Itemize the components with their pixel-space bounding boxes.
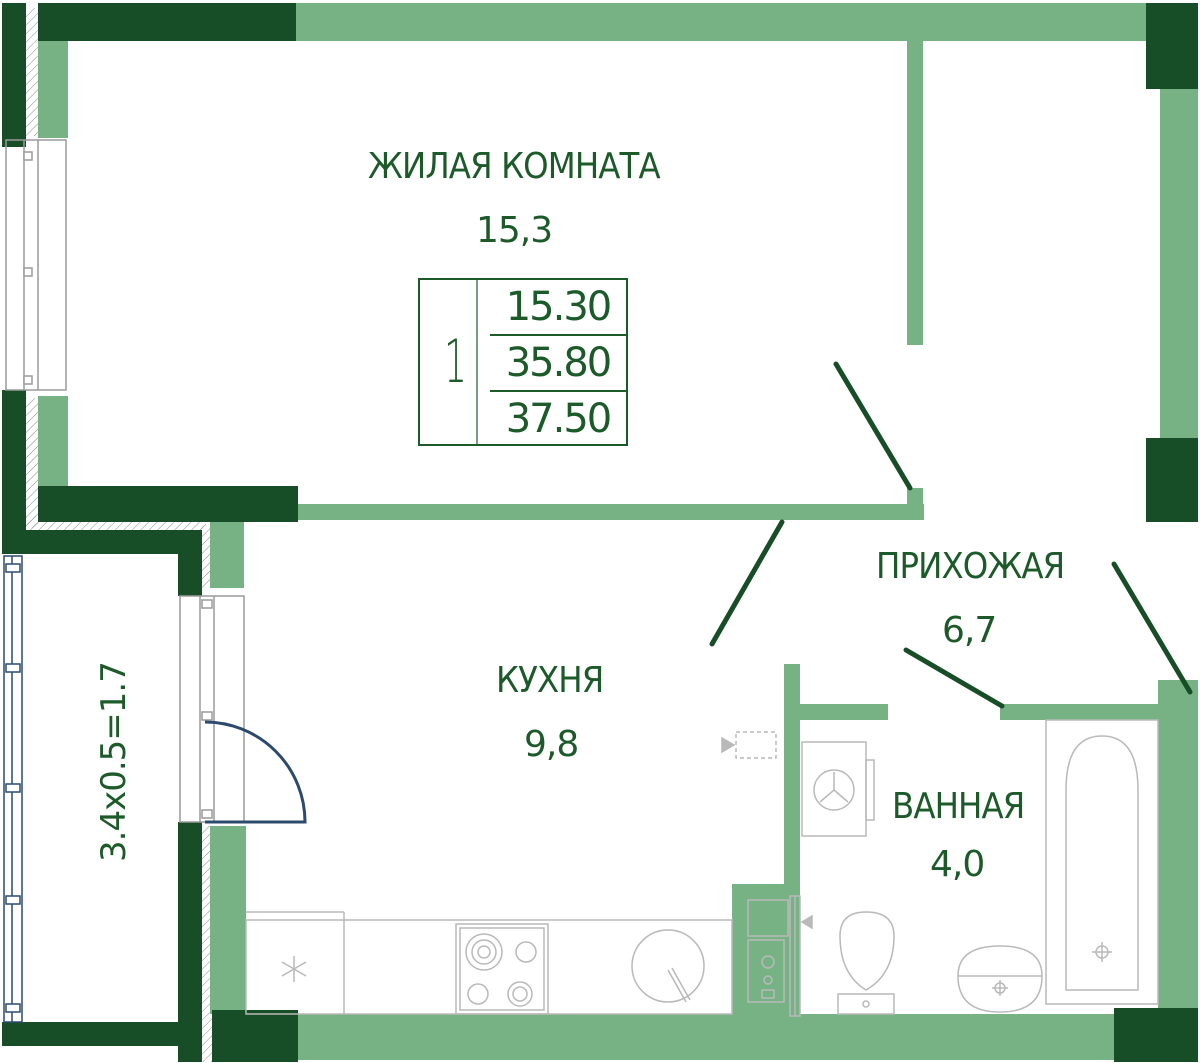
bath-area: 4,0 <box>930 844 985 885</box>
window-kitchen <box>179 595 245 823</box>
area-summary-table: 1 15.30 35.80 37.50 <box>418 278 628 446</box>
balcony-glazing <box>3 555 23 1023</box>
washing-machine-icon <box>801 741 875 837</box>
walls-dark <box>2 3 1198 1062</box>
walls-light <box>38 3 1198 1060</box>
living-room-name: ЖИЛАЯ КОМНАТА <box>368 146 661 187</box>
basin-icon <box>957 945 1043 1013</box>
rooms-count: 1 <box>434 280 478 444</box>
hob-icon <box>455 923 549 1015</box>
bathtub-icon <box>1045 719 1159 1005</box>
kitchen-area: 9,8 <box>524 724 579 765</box>
hall-name: ПРИХОЖАЯ <box>876 546 1065 587</box>
toilet-icon <box>837 911 895 1015</box>
boiler-icon <box>747 895 813 1017</box>
total-area-value: 35.80 <box>490 336 626 392</box>
balcony-label: 3.4x0.5=1.7 <box>94 662 134 862</box>
bath-name: ВАННАЯ <box>892 786 1025 827</box>
door-leaves <box>709 361 1193 709</box>
window-living <box>5 139 67 391</box>
living-area-value: 15.30 <box>490 280 626 336</box>
hall-area: 6,7 <box>942 610 997 651</box>
snowflake-icon <box>281 956 307 982</box>
vent-icon <box>721 731 777 759</box>
total-with-balcony-value: 37.50 <box>505 396 613 442</box>
sink-icon <box>631 929 705 1003</box>
living-room-area: 15,3 <box>476 210 553 251</box>
kitchen-name: КУХНЯ <box>496 660 604 701</box>
balcony-door-swing <box>204 720 307 824</box>
